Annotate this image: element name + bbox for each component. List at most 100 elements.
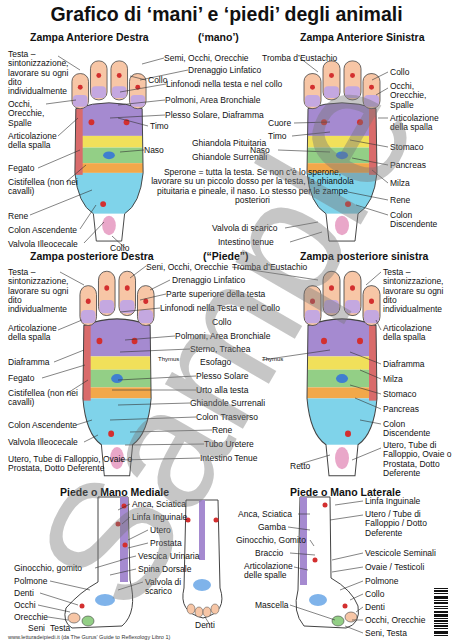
organ-label: Stomaco bbox=[390, 143, 450, 152]
organ-label: Drenaggio Linfatico bbox=[172, 276, 262, 285]
section-heading: Zampa posteriore Destra bbox=[30, 251, 190, 263]
organ-label: Seni, Occhi, Orecchie bbox=[146, 263, 236, 272]
lateral-foot bbox=[296, 497, 359, 628]
organ-label: Plesso Solare, Diaframma bbox=[165, 111, 275, 120]
organ-label: Occhi bbox=[14, 601, 54, 610]
organ-label: Intestino tenue bbox=[218, 238, 293, 247]
organ-label: Diaframma bbox=[383, 360, 443, 369]
organ-label: Utero, Tube di Falloppio, Ovaie o Prosta… bbox=[383, 441, 453, 478]
organ-label: Articolazione della spalla bbox=[390, 114, 450, 133]
organ-label: Mascella bbox=[255, 601, 305, 610]
watermark: Sample bbox=[8, 48, 443, 632]
organ-label: Vescica Urinaria bbox=[138, 552, 218, 561]
organ-label: Articolazione della spalla bbox=[383, 324, 451, 343]
organ-label: Milza bbox=[383, 375, 443, 384]
organ-label: Intestino Tenue bbox=[200, 454, 275, 463]
organ-label: Prostata bbox=[150, 539, 200, 548]
front-left-paw bbox=[302, 61, 382, 243]
section-heading: Zampa Anteriore Sinistra bbox=[300, 32, 450, 44]
reflex-point bbox=[80, 604, 85, 609]
organ-label: Articolazione della spalla bbox=[8, 324, 72, 343]
organ-label-small: Thymus bbox=[262, 356, 292, 363]
organ-label: Colon Ascendente bbox=[8, 421, 83, 430]
reflex-point bbox=[313, 558, 318, 563]
organ-label: Drenaggio Linfatico bbox=[188, 66, 278, 75]
organ-label: Denti bbox=[14, 589, 54, 598]
organ-label: Occhi, Orecchie, Spalle bbox=[390, 82, 450, 110]
organ-label: Milza bbox=[390, 179, 450, 188]
chart-title: Grafico di ‘mani’ e ‘piedi’ degli animal… bbox=[0, 3, 453, 26]
organ-label: Stomaco bbox=[383, 390, 443, 399]
organ-label: Occhi, Orecchie, Spalle bbox=[8, 100, 68, 128]
organ-label: Utero / Tube di Falloppio / Dotto Defere… bbox=[365, 510, 450, 538]
hind-left-paw bbox=[302, 271, 382, 478]
lung-zone bbox=[309, 594, 327, 606]
organ-label: Rene bbox=[8, 212, 68, 221]
reflex-point bbox=[323, 503, 328, 508]
organ-label: Valvola Illeocecale bbox=[8, 240, 88, 249]
section-heading: Zampa Anteriore Destra bbox=[30, 32, 200, 44]
organ-label: Gamba bbox=[258, 523, 298, 532]
organ-label: Valvola di scarico bbox=[145, 578, 190, 597]
organ-label: Semi, Occhi, Orecchie bbox=[164, 54, 264, 63]
organ-label: Orecchie bbox=[14, 613, 64, 622]
organ-label: Testa bbox=[50, 624, 85, 633]
organ-label: Occhi, Orecchie bbox=[365, 616, 435, 625]
organ-label: Colon Ascendente bbox=[8, 226, 83, 235]
section-heading: Piede o Mano Mediale bbox=[60, 487, 210, 499]
organ-label: Plesso Solare bbox=[196, 372, 261, 381]
organ-label: Colon Discendente bbox=[383, 420, 451, 439]
organ-label: Testa – sintonizzazione, lavorare su ogn… bbox=[8, 268, 78, 315]
organ-label: Utero, Tube di Falloppio, Ovaie o Prosta… bbox=[8, 455, 153, 474]
reflex-point bbox=[123, 543, 128, 548]
organ-label: Collo bbox=[365, 590, 425, 599]
organ-label: Ovaie / Testicoli bbox=[365, 563, 450, 572]
organ-label: Polmone bbox=[14, 577, 64, 586]
organ-label: Testa – sintonizzazione, lavorare su ogn… bbox=[383, 268, 453, 315]
section-heading: (“Piede”) bbox=[203, 251, 263, 263]
toe bbox=[203, 607, 211, 617]
toe bbox=[82, 616, 94, 626]
organ-label: Testa – sintonizzazione, lavorare su ogn… bbox=[8, 50, 78, 97]
organ-label: Articolazione delle spalle bbox=[244, 562, 300, 581]
organ-label: Pancreas bbox=[390, 161, 450, 170]
organ-label: Pancreas bbox=[383, 405, 443, 414]
organ-label: Linfonodi nella Testa e nel Collo bbox=[160, 304, 305, 313]
organ-label: Ginocchio, gomito bbox=[14, 564, 94, 573]
organ-label: Cuore bbox=[268, 119, 298, 128]
organ-label: Tromba d’Eustachio bbox=[262, 54, 352, 63]
organ-label: Denti bbox=[365, 603, 425, 612]
organ-label: Tromba d’Eustachio bbox=[232, 263, 322, 272]
organ-label: Parte superiore della testa bbox=[166, 290, 286, 299]
organ-label: Valvola Illeocecale bbox=[8, 438, 88, 447]
organ-label: Ginocchio, Gomito bbox=[236, 536, 316, 545]
organ-label: Fegato bbox=[8, 164, 68, 173]
organ-label: Braccio bbox=[255, 549, 300, 558]
organ-label: Articolazione della spalla bbox=[8, 132, 72, 151]
reflex-point bbox=[343, 604, 348, 609]
section-heading: Zampa posteriore sinistra bbox=[300, 251, 450, 263]
organ-label: Polmoni, Area Bronchiale bbox=[175, 332, 285, 341]
organ-label: Seni, Testa bbox=[365, 629, 425, 638]
organ-label: Anca, Sciatica bbox=[132, 500, 202, 509]
leader-lines bbox=[30, 56, 388, 633]
toe bbox=[332, 616, 344, 626]
hind-right-paw bbox=[78, 271, 156, 478]
note-text: Sperone = tutta la testa. Se non c'è lo … bbox=[150, 168, 355, 205]
organ-label: Anca, Sciatica bbox=[238, 510, 308, 519]
section-heading: (‘mano’) bbox=[198, 32, 258, 44]
toe bbox=[195, 607, 203, 617]
organ-label: Ghiandole Surrenali bbox=[190, 399, 280, 408]
spine-zone bbox=[199, 500, 205, 560]
organ-label: Linfa Inguinale bbox=[132, 513, 202, 522]
organ-label: Esofago bbox=[200, 358, 245, 367]
organ-label: Vescicole Seminali bbox=[365, 549, 450, 558]
organ-label: Naso bbox=[250, 146, 280, 155]
barcode bbox=[434, 588, 448, 636]
organ-label: Polmone bbox=[365, 577, 425, 586]
organ-label: Timo bbox=[268, 132, 298, 141]
toe bbox=[68, 613, 80, 623]
toe bbox=[211, 604, 219, 614]
foot-outline bbox=[65, 497, 133, 628]
